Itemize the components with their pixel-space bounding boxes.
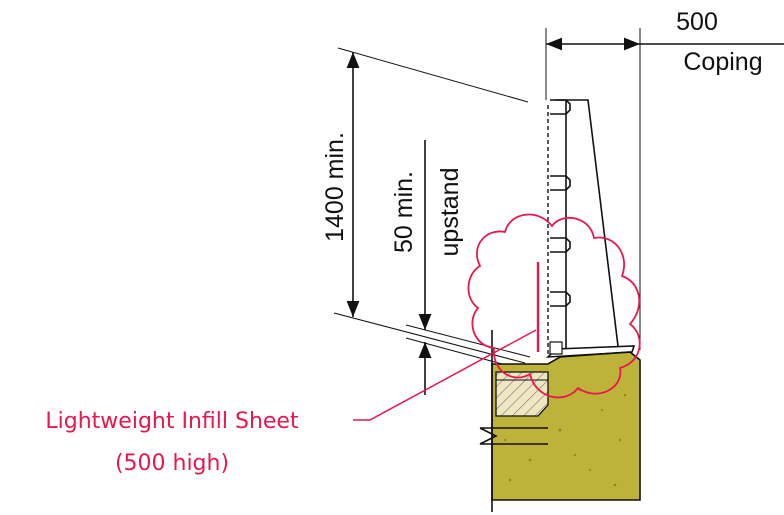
infill-height-text: (500 high) [115,451,229,476]
coping-label-text: Coping [683,48,762,76]
barrier-post [547,99,619,355]
upstand-dimension [405,140,531,395]
barrier-height-text: 1400 min. [321,132,349,242]
height-dimension [333,47,529,364]
barrier-base [545,341,636,358]
wall-face-lines [479,330,548,512]
upstand-height-text: 50 min. [390,171,418,253]
coping-dimension [545,28,784,350]
revision-cloud [467,213,641,399]
coping-width-text: 500 [676,8,718,36]
infill-leader [353,329,537,421]
infill-title-text: Lightweight Infill Sheet [45,409,299,434]
upstand-label-text: upstand [436,168,464,257]
infill-block [495,371,549,417]
rail-caps [550,99,571,307]
